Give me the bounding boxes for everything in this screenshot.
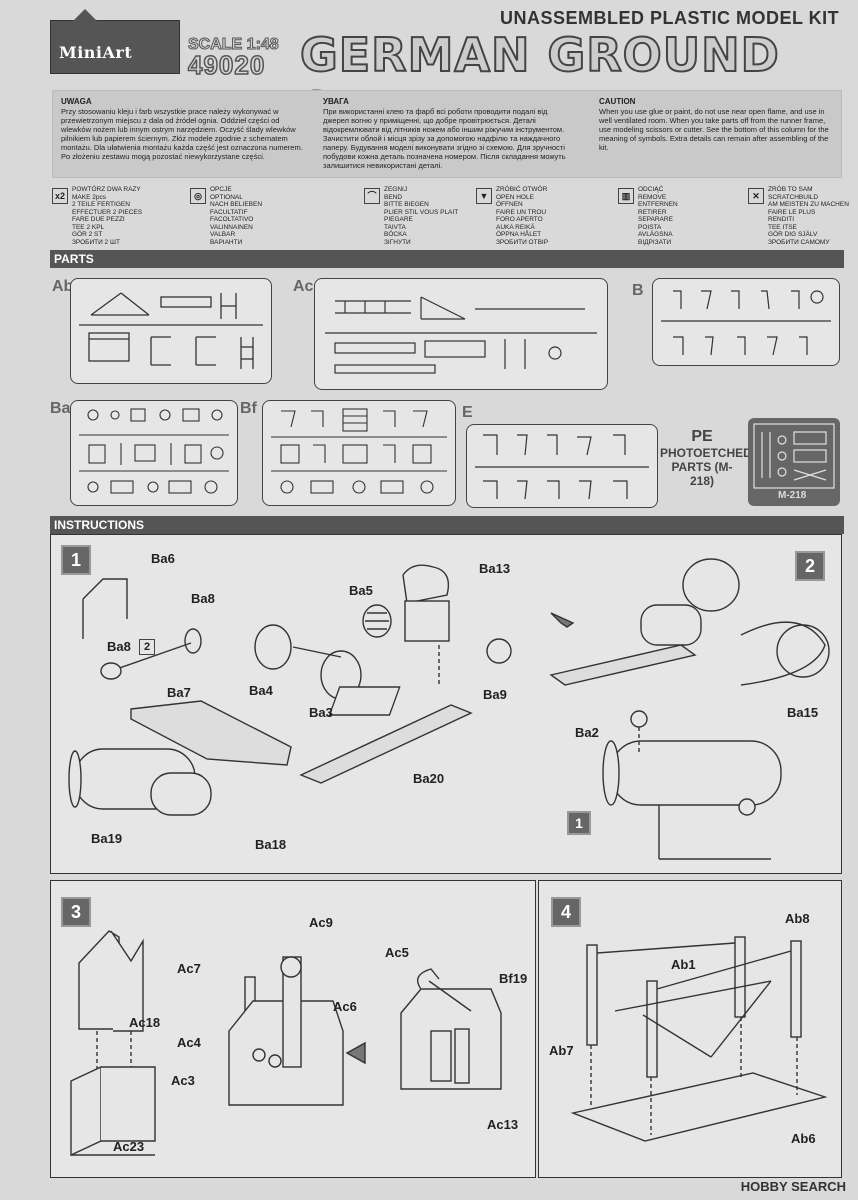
label-ba8-x2: Ba8 — [107, 639, 131, 654]
label-ba7: Ba7 — [167, 685, 191, 700]
parts-section-bar: PARTS — [50, 250, 844, 268]
label-ac23: Ac23 — [113, 1139, 145, 1154]
miniart-logo: MiniArt — [50, 9, 180, 74]
sprue-ba-drawing — [79, 408, 229, 494]
step-1-2-drawing — [68, 558, 830, 860]
hobby-search-watermark: HOBBY SEARCH — [740, 1179, 846, 1194]
label-ba19: Ba19 — [91, 831, 123, 846]
sprue-label-ab: Ab — [52, 278, 74, 295]
drill-icon: ▼ — [476, 188, 492, 204]
label-ab1: Ab1 — [671, 957, 696, 972]
step-1-reference: 1 — [567, 811, 591, 835]
label-ac7: Ac7 — [177, 961, 201, 976]
label-ba13: Ba13 — [479, 561, 511, 576]
x2-icon: 2 — [139, 639, 155, 655]
sprue-label-b: B — [632, 282, 644, 299]
label-bf19: Bf19 — [499, 971, 528, 986]
label-ba15: Ba15 — [787, 705, 819, 720]
optional-icon: ◎ — [190, 188, 206, 204]
instructions-section-bar: INSTRUCTIONS — [50, 516, 844, 534]
tools-icon: ✕ — [748, 188, 764, 204]
sprue-label-ba: Ba — [50, 400, 71, 417]
label-ab7: Ab7 — [549, 1043, 574, 1058]
label-ba3: Ba3 — [309, 705, 333, 720]
sprue-e-drawing — [475, 434, 649, 500]
label-ac18: Ac18 — [129, 1015, 161, 1030]
sprue-label-bf: Bf — [240, 400, 257, 417]
step-2-number: 2 — [795, 551, 825, 581]
step-4-number: 4 — [551, 897, 581, 927]
photoetch-fret-drawing — [753, 423, 835, 489]
bend-icon: ⌒ — [364, 188, 380, 204]
label-ba18: Ba18 — [255, 837, 287, 852]
label-ba8: Ba8 — [191, 591, 215, 606]
label-ac3: Ac3 — [171, 1073, 195, 1088]
sprue-bf — [262, 400, 456, 506]
sprue-bf-drawing — [271, 408, 447, 494]
sprue-ac-drawing — [325, 296, 597, 374]
step-1-2-panel: 1 2 — [50, 534, 842, 874]
label-ba20: Ba20 — [413, 771, 445, 786]
sprue-ab-drawing — [79, 292, 263, 369]
label-ab8: Ab8 — [785, 911, 810, 926]
step-4-drawing — [570, 936, 828, 1142]
label-ba2: Ba2 — [575, 725, 599, 740]
sprue-ba — [70, 400, 238, 506]
label-ac4: Ac4 — [177, 1035, 201, 1050]
label-ac6: Ac6 — [333, 999, 357, 1014]
step-1-number: 1 — [61, 545, 91, 575]
cut-icon: ▥ — [618, 188, 634, 204]
label-ba4: Ba4 — [249, 683, 273, 698]
step-3-panel: 3 Ac18 Ac23 Ac7 Ac9 Ac6 Ac4 Ac3 Ac5 Bf19… — [50, 880, 536, 1178]
photoetch-fret: M-218 — [748, 418, 840, 506]
label-ac9: Ac9 — [309, 915, 333, 930]
photoetch-fret-code: M-218 — [778, 490, 807, 501]
label-ab6: Ab6 — [791, 1131, 816, 1146]
sprue-label-e: E — [462, 404, 473, 421]
label-ac5: Ac5 — [385, 945, 409, 960]
sprue-label-ac: Ac — [293, 278, 314, 295]
photoetch-label: PE PHOTOETCHED PARTS (M-218) — [660, 428, 752, 488]
step-3-drawing — [70, 930, 502, 1157]
step-4-panel: 4 Ab8 Ab1 Ab7 Ab6 — [538, 880, 842, 1178]
label-ba6: Ba6 — [151, 551, 175, 566]
label-ac13: Ac13 — [487, 1117, 519, 1132]
sprue-ab — [70, 278, 272, 384]
kit-number: 49020 — [187, 49, 266, 81]
sprue-ac — [314, 278, 608, 390]
sprue-b-drawing — [661, 290, 831, 356]
label-ba9: Ba9 — [483, 687, 507, 702]
scale-label: SCALE 1:48 — [188, 36, 280, 54]
sprue-e — [466, 424, 658, 508]
label-ba5: Ba5 — [349, 583, 373, 598]
step-3-number: 3 — [61, 897, 91, 927]
sprue-b — [652, 278, 840, 366]
kit-type: UNASSEMBLED PLASTIC MODEL KIT — [500, 8, 840, 28]
x2-icon: x2 — [52, 188, 68, 204]
